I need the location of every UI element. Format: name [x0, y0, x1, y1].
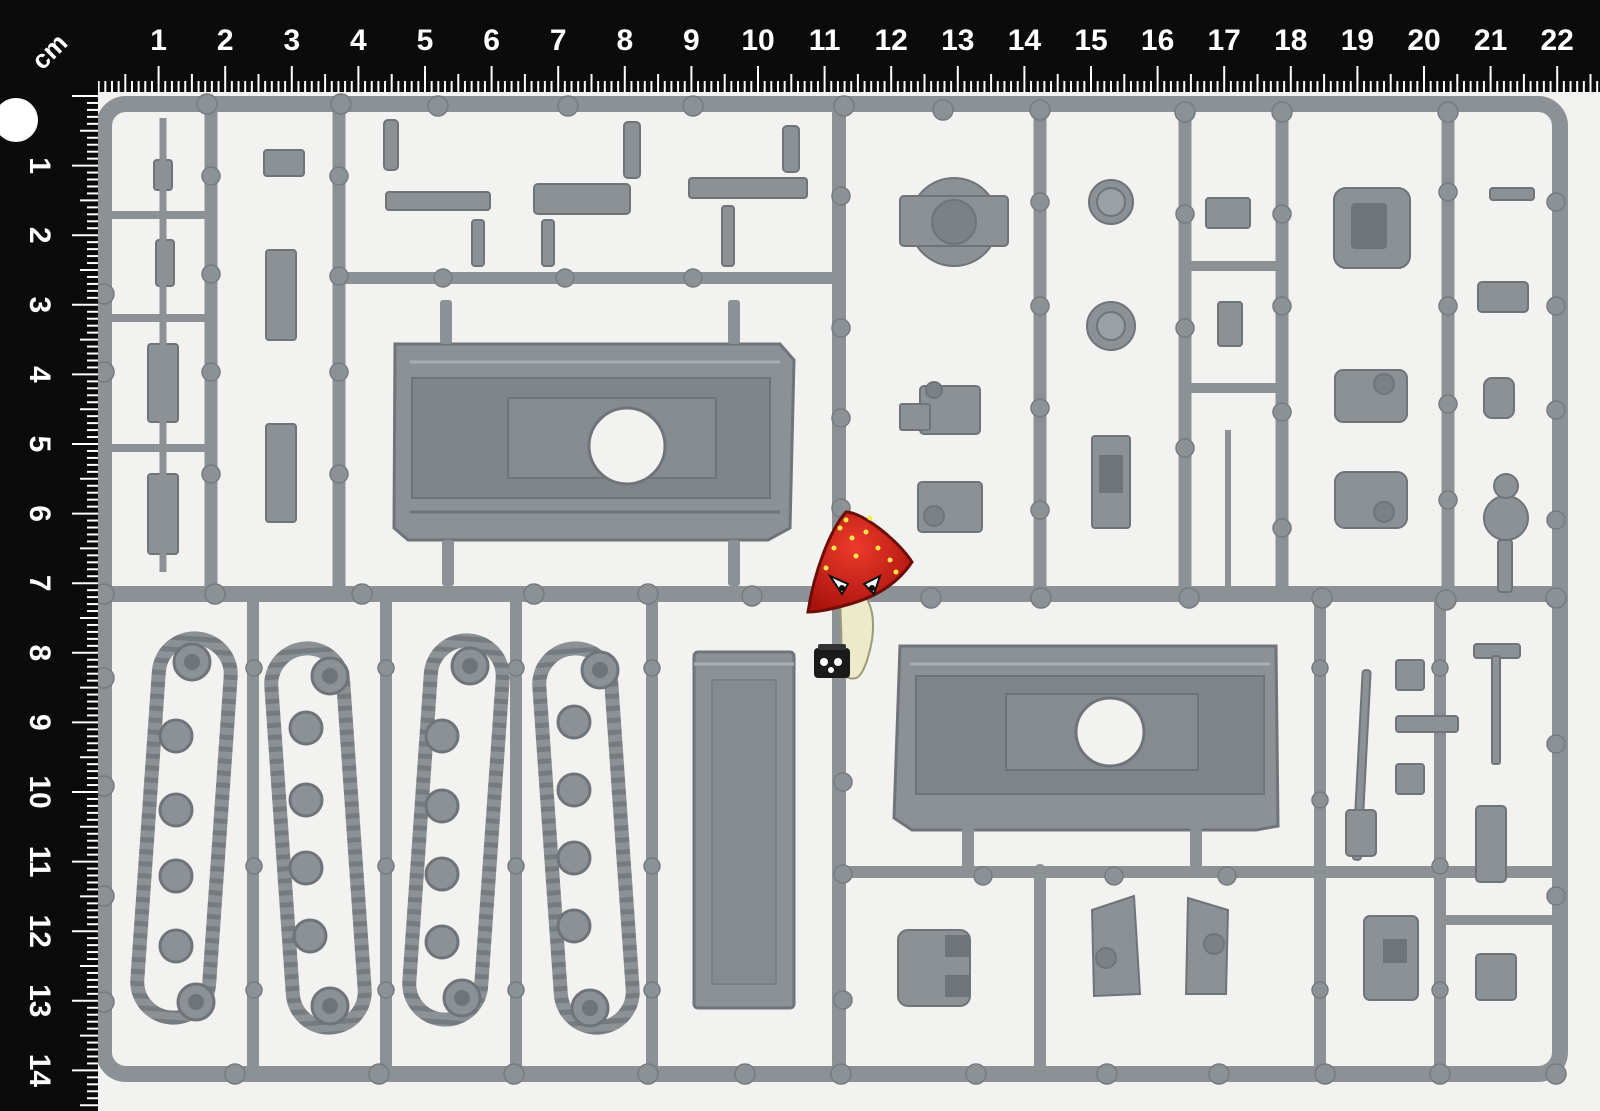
ruler-left-number: 4 — [23, 366, 56, 383]
ruler-top-number: 17 — [1208, 24, 1241, 57]
ruler-left-number: 13 — [23, 984, 56, 1017]
ruler-top-number: 4 — [350, 24, 367, 57]
ruler-left-number: 8 — [23, 644, 56, 661]
upper-hull-part — [392, 300, 796, 586]
ruler-top-number: 15 — [1074, 24, 1107, 57]
ruler-top-number: 11 — [809, 24, 841, 57]
ruler-left-number: 7 — [23, 575, 56, 592]
ruler-left-number: 2 — [23, 227, 56, 244]
ruler-left-number: 9 — [23, 714, 56, 731]
ruler-top-number: 10 — [741, 24, 774, 57]
ruler-top-number: 18 — [1274, 24, 1307, 57]
ruler-top-number: 21 — [1474, 24, 1507, 57]
track-2 — [264, 641, 372, 1035]
ruler-top: 123456789101112131415161718192021222 — [0, 0, 1600, 92]
top-middle-parts — [383, 119, 808, 267]
ruler-corner — [0, 0, 98, 92]
ruler-top-number: 2 — [217, 24, 234, 57]
ruler-top-number: 7 — [550, 24, 567, 57]
ruler-left-number: 11 — [23, 846, 56, 878]
ruler-top-number: 9 — [683, 24, 700, 57]
ruler-hanging-hole — [0, 98, 38, 142]
lower-hull-part — [892, 644, 1280, 870]
ruler-top-number: 1 — [150, 24, 167, 57]
hull-plate-part — [692, 650, 796, 1010]
ruler-top-number: 22 — [1541, 24, 1574, 57]
ruler-top-number: 20 — [1407, 24, 1440, 57]
left-small-parts — [147, 118, 305, 572]
ruler-top-number: 8 — [616, 24, 633, 57]
ruler-top-number: 12 — [875, 24, 908, 57]
ruler-top-number: 3 — [283, 24, 300, 57]
right-small-parts — [1345, 643, 1521, 883]
ruler-top-number: 13 — [941, 24, 974, 57]
tracks — [130, 631, 640, 1035]
ruler-top-number: 16 — [1141, 24, 1174, 57]
ruler-left-number: 6 — [23, 505, 56, 522]
track-1 — [130, 631, 238, 1025]
ruler-left-number: 3 — [23, 296, 56, 313]
ruler-left-number: 10 — [23, 775, 56, 808]
sprue-nubs — [93, 93, 1567, 1085]
bottom-parts — [897, 894, 1517, 1007]
ruler-left-number: 14 — [23, 1054, 56, 1088]
ruler-top-number: 19 — [1341, 24, 1374, 57]
ruler-top-number: 14 — [1008, 24, 1042, 57]
track-4 — [532, 641, 640, 1035]
ruler-left-number: 12 — [23, 915, 56, 948]
mushroom-mascot-icon — [806, 510, 914, 680]
track-3 — [402, 633, 510, 1027]
ruler-left-number: 1 — [23, 157, 56, 174]
ruler-left-number: 5 — [23, 436, 56, 453]
ruler-top-number: 6 — [483, 24, 500, 57]
top-right-parts — [899, 177, 1535, 593]
ruler-top-number: 5 — [417, 24, 434, 57]
